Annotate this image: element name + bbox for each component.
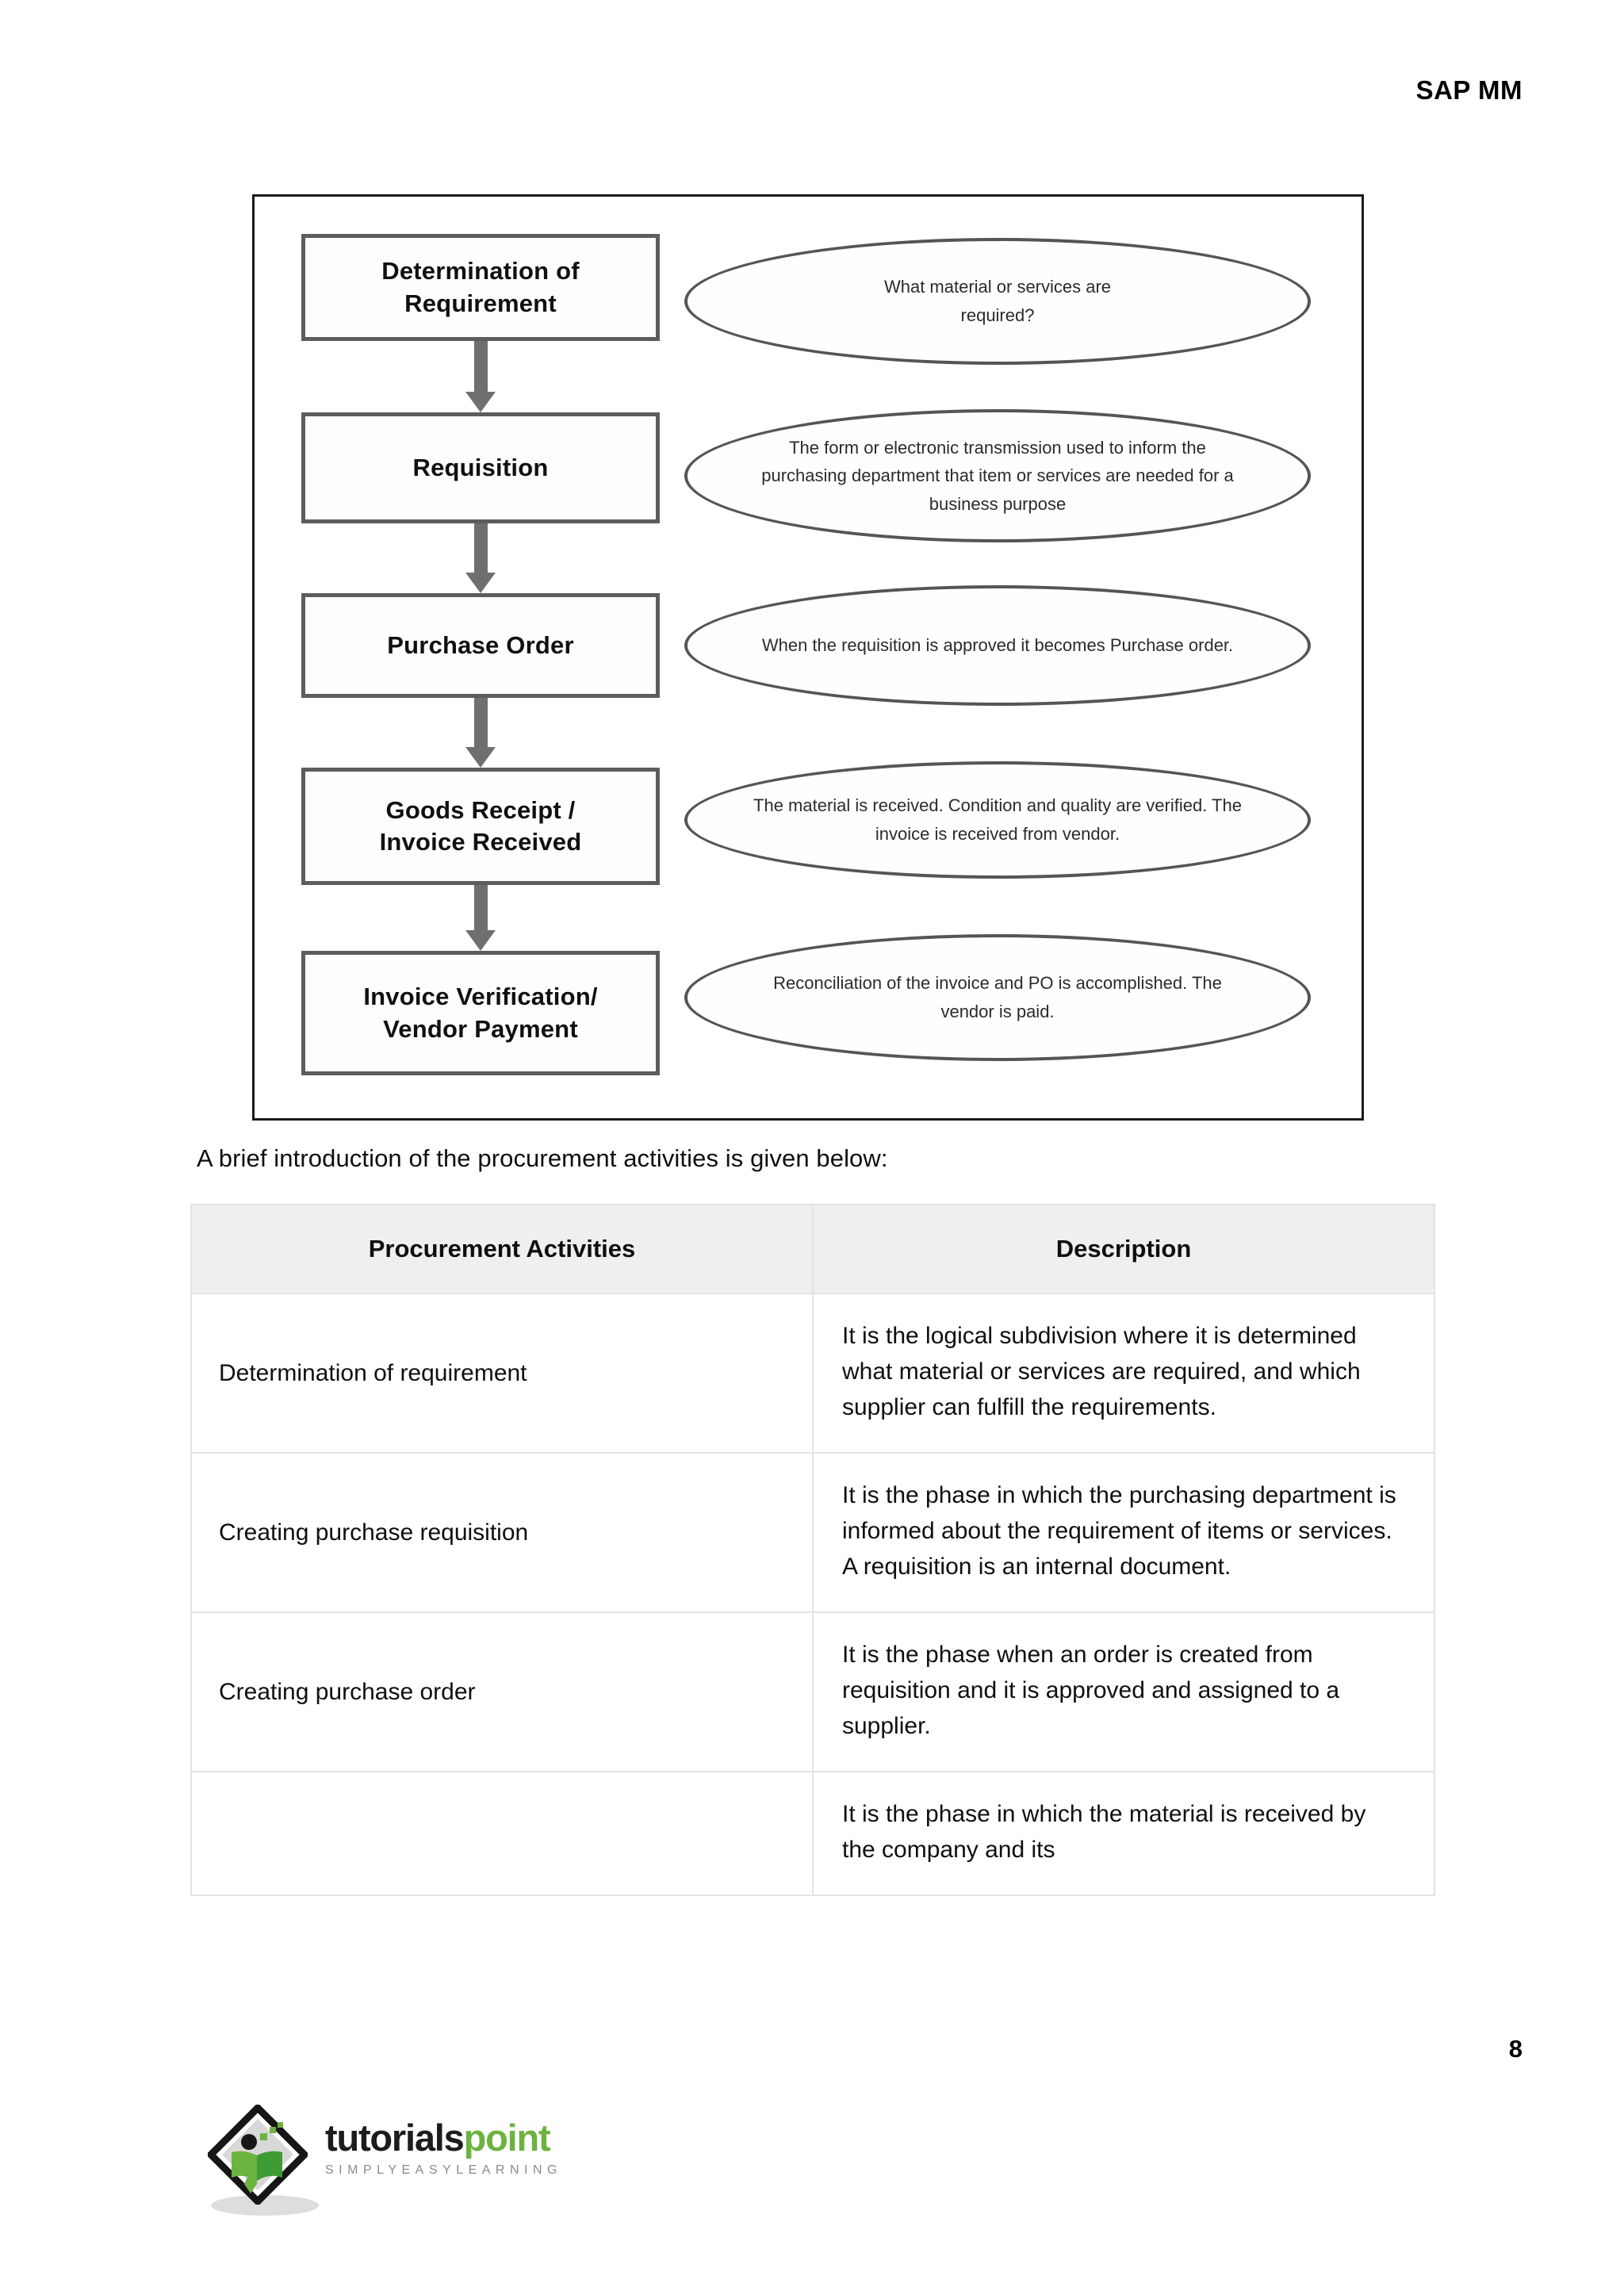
flow-step-box-goods-receipt-invoice-received: Goods Receipt /Invoice Received bbox=[301, 768, 660, 885]
logo-name-first: tutorials bbox=[325, 2117, 465, 2159]
activity-description-cell: It is the phase in which the purchasing … bbox=[812, 1452, 1435, 1613]
table-row: Creating purchase order It is the phase … bbox=[190, 1611, 1435, 1772]
flow-step-label: Purchase Order bbox=[387, 630, 574, 659]
tutorialspoint-diamond-icon bbox=[208, 2105, 308, 2205]
column-header-description: Description bbox=[812, 1204, 1435, 1294]
flow-step-label: Goods Receipt /Invoice Received bbox=[379, 795, 582, 856]
activity-name-cell: Creating purchase order bbox=[190, 1611, 814, 1772]
activity-name-cell: Determination of requirement bbox=[190, 1293, 814, 1454]
logo-name: tutorialspoint bbox=[325, 2119, 562, 2156]
table-row: Determination of requirement It is the l… bbox=[190, 1293, 1435, 1454]
flow-arrow-down-icon bbox=[465, 341, 496, 412]
logo-name-second: point bbox=[463, 2117, 551, 2159]
flow-note-ellipse-goods-receipt: The material is received. Condition and … bbox=[684, 761, 1311, 879]
intro-paragraph: A brief introduction of the procurement … bbox=[197, 1144, 888, 1172]
flow-note-text: Reconciliation of the invoice and PO is … bbox=[773, 973, 1222, 1021]
logo-tagline: SIMPLYEASYLEARNING bbox=[325, 2163, 562, 2177]
activity-description-cell: It is the phase in which the material is… bbox=[812, 1771, 1435, 1896]
page-number: 8 bbox=[1508, 2035, 1522, 2063]
flow-note-ellipse-invoice-verification: Reconciliation of the invoice and PO is … bbox=[684, 934, 1311, 1061]
flow-note-text: When the requisition is approved it beco… bbox=[761, 635, 1234, 656]
flow-arrow-down-icon bbox=[465, 885, 496, 951]
table-header-row: Procurement Activities Description bbox=[190, 1204, 1435, 1294]
procurement-activities-table: Procurement Activities Description Deter… bbox=[190, 1204, 1435, 1896]
flow-step-label: Invoice Verification/Vendor Payment bbox=[363, 983, 598, 1043]
activity-name-cell: Creating purchase requisition bbox=[190, 1452, 814, 1613]
column-header-procurement-activities: Procurement Activities bbox=[190, 1204, 814, 1294]
flow-step-box-purchase-order: Purchase Order bbox=[301, 593, 660, 698]
logo-wordmark: tutorialspoint SIMPLYEASYLEARNING bbox=[325, 2119, 562, 2178]
table-row: Creating purchase requisition It is the … bbox=[190, 1452, 1435, 1613]
description-text: It is the phase in which the purchasing … bbox=[842, 1482, 1396, 1580]
flow-note-ellipse-requisition: The form or electronic transmission used… bbox=[684, 409, 1311, 542]
flow-note-text: The material is received. Condition and … bbox=[753, 795, 1242, 844]
activity-description-cell: It is the phase when an order is created… bbox=[812, 1611, 1435, 1772]
tutorialspoint-logo: tutorialspoint SIMPLYEASYLEARNING bbox=[208, 2100, 620, 2227]
activity-name-cell bbox=[190, 1771, 814, 1896]
description-text: It is the phase when an order is created… bbox=[842, 1642, 1340, 1739]
activity-description-cell: It is the logical subdivision where it i… bbox=[812, 1293, 1435, 1454]
description-text: It is the phase in which the material is… bbox=[842, 1801, 1366, 1863]
table-row: It is the phase in which the material is… bbox=[190, 1771, 1435, 1896]
flow-step-box-invoice-verification-vendor-payment: Invoice Verification/Vendor Payment bbox=[301, 951, 660, 1075]
page-title: SAP MM bbox=[1415, 75, 1522, 105]
flow-note-text: The form or electronic transmission used… bbox=[761, 437, 1234, 514]
description-text: It is the logical subdivision where it i… bbox=[842, 1323, 1361, 1420]
flow-arrow-down-icon bbox=[465, 523, 496, 593]
flow-step-label: Requisition bbox=[412, 453, 549, 481]
flow-arrow-down-icon bbox=[465, 698, 496, 768]
flow-note-ellipse-purchase-order: When the requisition is approved it beco… bbox=[684, 585, 1311, 706]
flow-step-box-requisition: Requisition bbox=[301, 412, 660, 523]
